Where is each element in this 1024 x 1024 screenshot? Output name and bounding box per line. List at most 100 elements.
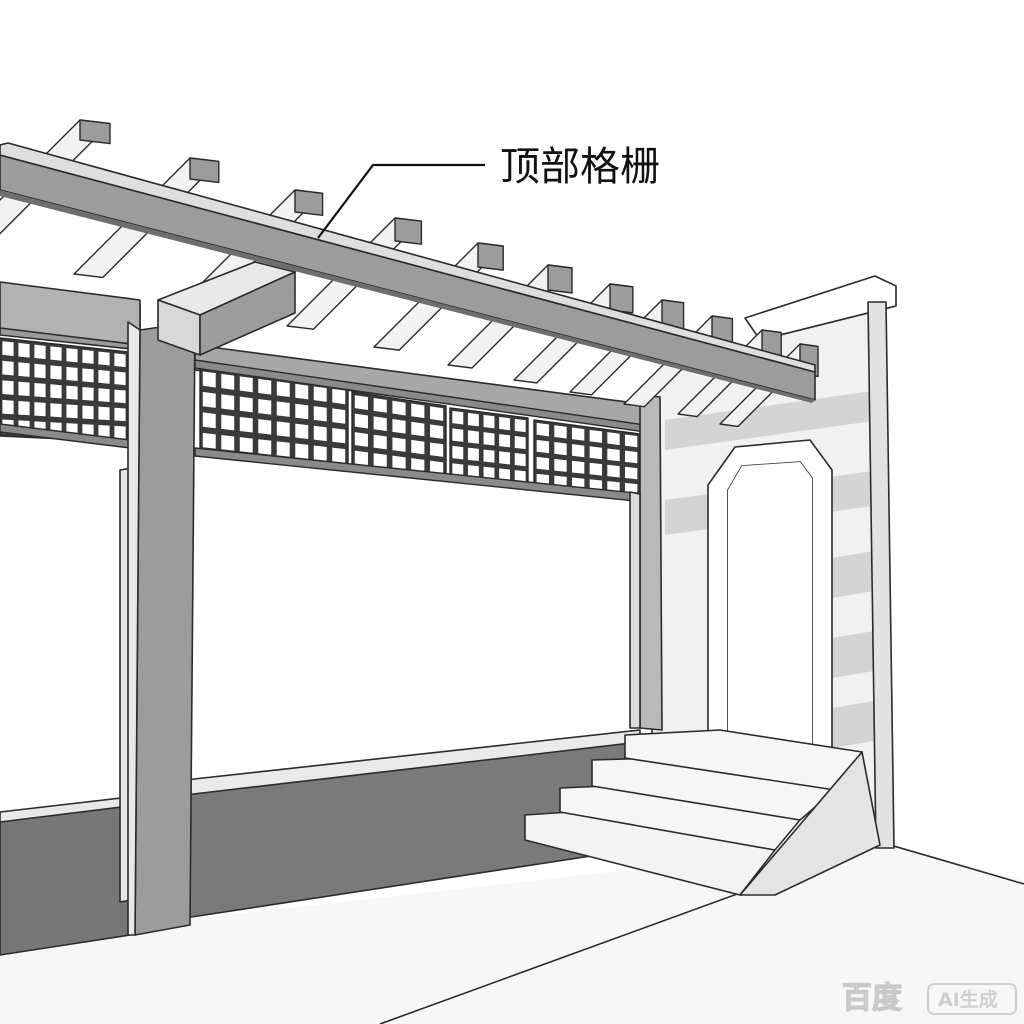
lattice-cell bbox=[514, 470, 526, 484]
lattice-cell bbox=[202, 412, 216, 429]
lattice-cell bbox=[589, 462, 603, 476]
wall-shadow bbox=[665, 390, 880, 450]
lattice-cell bbox=[50, 403, 62, 418]
lattice-cell bbox=[114, 371, 126, 386]
rafter-end bbox=[547, 264, 573, 294]
lattice-cell bbox=[202, 371, 216, 388]
lattice-cell bbox=[82, 386, 94, 401]
watermark: 百度 AI生成 bbox=[841, 980, 1017, 1017]
lattice-cell bbox=[66, 348, 78, 363]
lattice-cell bbox=[258, 419, 272, 435]
lattice-cell bbox=[34, 344, 46, 360]
lattice-cell bbox=[554, 458, 567, 472]
lattice-cell bbox=[114, 389, 126, 404]
lattice-cell bbox=[430, 424, 444, 439]
watermark-brand: 百度 bbox=[842, 981, 902, 1016]
lattice-cell bbox=[239, 437, 253, 453]
lattice-cell bbox=[589, 429, 603, 443]
lattice-cell bbox=[536, 439, 550, 454]
lattice-cell bbox=[50, 384, 62, 399]
lattice-cell bbox=[452, 428, 464, 442]
lattice-cell bbox=[239, 376, 253, 393]
lattice-cell bbox=[514, 435, 526, 450]
lattice-panels bbox=[0, 337, 646, 503]
lattice-cell bbox=[392, 400, 406, 416]
lattice-cell bbox=[50, 365, 62, 380]
lattice-cell bbox=[571, 460, 585, 474]
lattice-cell bbox=[467, 430, 479, 444]
lattice-cell bbox=[239, 396, 253, 413]
lattice-cell bbox=[18, 381, 30, 397]
lattice-panel-1-cells bbox=[202, 371, 346, 463]
lattice-cell bbox=[34, 402, 46, 417]
lattice-cell bbox=[373, 416, 387, 432]
lattice-cell bbox=[499, 416, 511, 431]
lattice-cell bbox=[373, 397, 387, 413]
lattice-cell bbox=[18, 362, 30, 377]
lattice-panel-3-cells bbox=[452, 410, 526, 484]
steps-side bbox=[739, 751, 881, 896]
lattice-cell bbox=[66, 385, 78, 400]
lattice-cell bbox=[98, 369, 110, 384]
lattice-cell bbox=[276, 421, 290, 437]
lattice-cell bbox=[624, 450, 638, 464]
lattice-cell bbox=[82, 405, 94, 420]
lattice-cell bbox=[2, 341, 14, 357]
lattice-cell bbox=[98, 351, 110, 366]
lattice-cell bbox=[430, 406, 444, 421]
lattice-cell bbox=[607, 464, 620, 478]
lattice-cell bbox=[411, 403, 425, 419]
lattice-cell bbox=[295, 423, 309, 439]
callout-leader-line bbox=[317, 163, 485, 239]
entrance-steps bbox=[524, 729, 881, 896]
lattice-cell bbox=[589, 446, 603, 460]
lattice-cell bbox=[499, 468, 511, 482]
lattice-cell bbox=[114, 425, 126, 440]
rafter-end bbox=[79, 119, 111, 145]
lattice-cell bbox=[2, 399, 14, 415]
lattice-cell bbox=[571, 427, 585, 441]
lattice-cell bbox=[452, 445, 464, 460]
lattice-cell bbox=[221, 394, 235, 411]
lattice-cell bbox=[221, 414, 235, 431]
lattice-cell bbox=[624, 434, 638, 448]
lattice-cell bbox=[392, 437, 406, 452]
lattice-cell bbox=[571, 444, 585, 458]
lattice-cell bbox=[332, 388, 346, 405]
cross-beam-end bbox=[157, 261, 296, 356]
lattice-cell bbox=[483, 466, 495, 480]
lattice-cell bbox=[554, 442, 567, 456]
lattice-cell bbox=[2, 380, 14, 395]
main-top-beam bbox=[0, 142, 816, 403]
lattice-cell bbox=[114, 353, 126, 368]
lattice-cell bbox=[354, 450, 368, 466]
lattice-cell bbox=[114, 407, 126, 422]
lattice-cell bbox=[430, 460, 444, 475]
lattice-cell bbox=[411, 421, 425, 437]
lattice-cell bbox=[82, 349, 94, 364]
lattice-cell bbox=[66, 366, 78, 381]
lattice-cell bbox=[34, 382, 46, 398]
ground-edge-line-right bbox=[879, 841, 1024, 885]
lattice-cell bbox=[98, 388, 110, 402]
low-wall-left bbox=[0, 804, 131, 956]
lattice-cell bbox=[467, 412, 479, 427]
rafter-end bbox=[294, 189, 324, 217]
lattice-cell bbox=[411, 458, 425, 473]
lattice-cell bbox=[332, 447, 346, 463]
back-wall bbox=[651, 275, 897, 849]
lattice-cell bbox=[18, 342, 30, 358]
callout-label: 顶部格栅 bbox=[500, 144, 660, 190]
lattice-cell bbox=[313, 445, 327, 461]
rafter-end bbox=[189, 157, 220, 184]
lattice-cell bbox=[554, 425, 567, 439]
lattice-cell bbox=[514, 418, 526, 433]
lattice-cell bbox=[276, 441, 290, 457]
lattice-cell bbox=[34, 363, 46, 379]
wall-shadow bbox=[820, 630, 880, 680]
lattice-cell bbox=[258, 378, 272, 395]
lattice-cell bbox=[258, 398, 272, 415]
lattice-cell bbox=[536, 422, 550, 437]
lattice-cell bbox=[373, 453, 387, 468]
